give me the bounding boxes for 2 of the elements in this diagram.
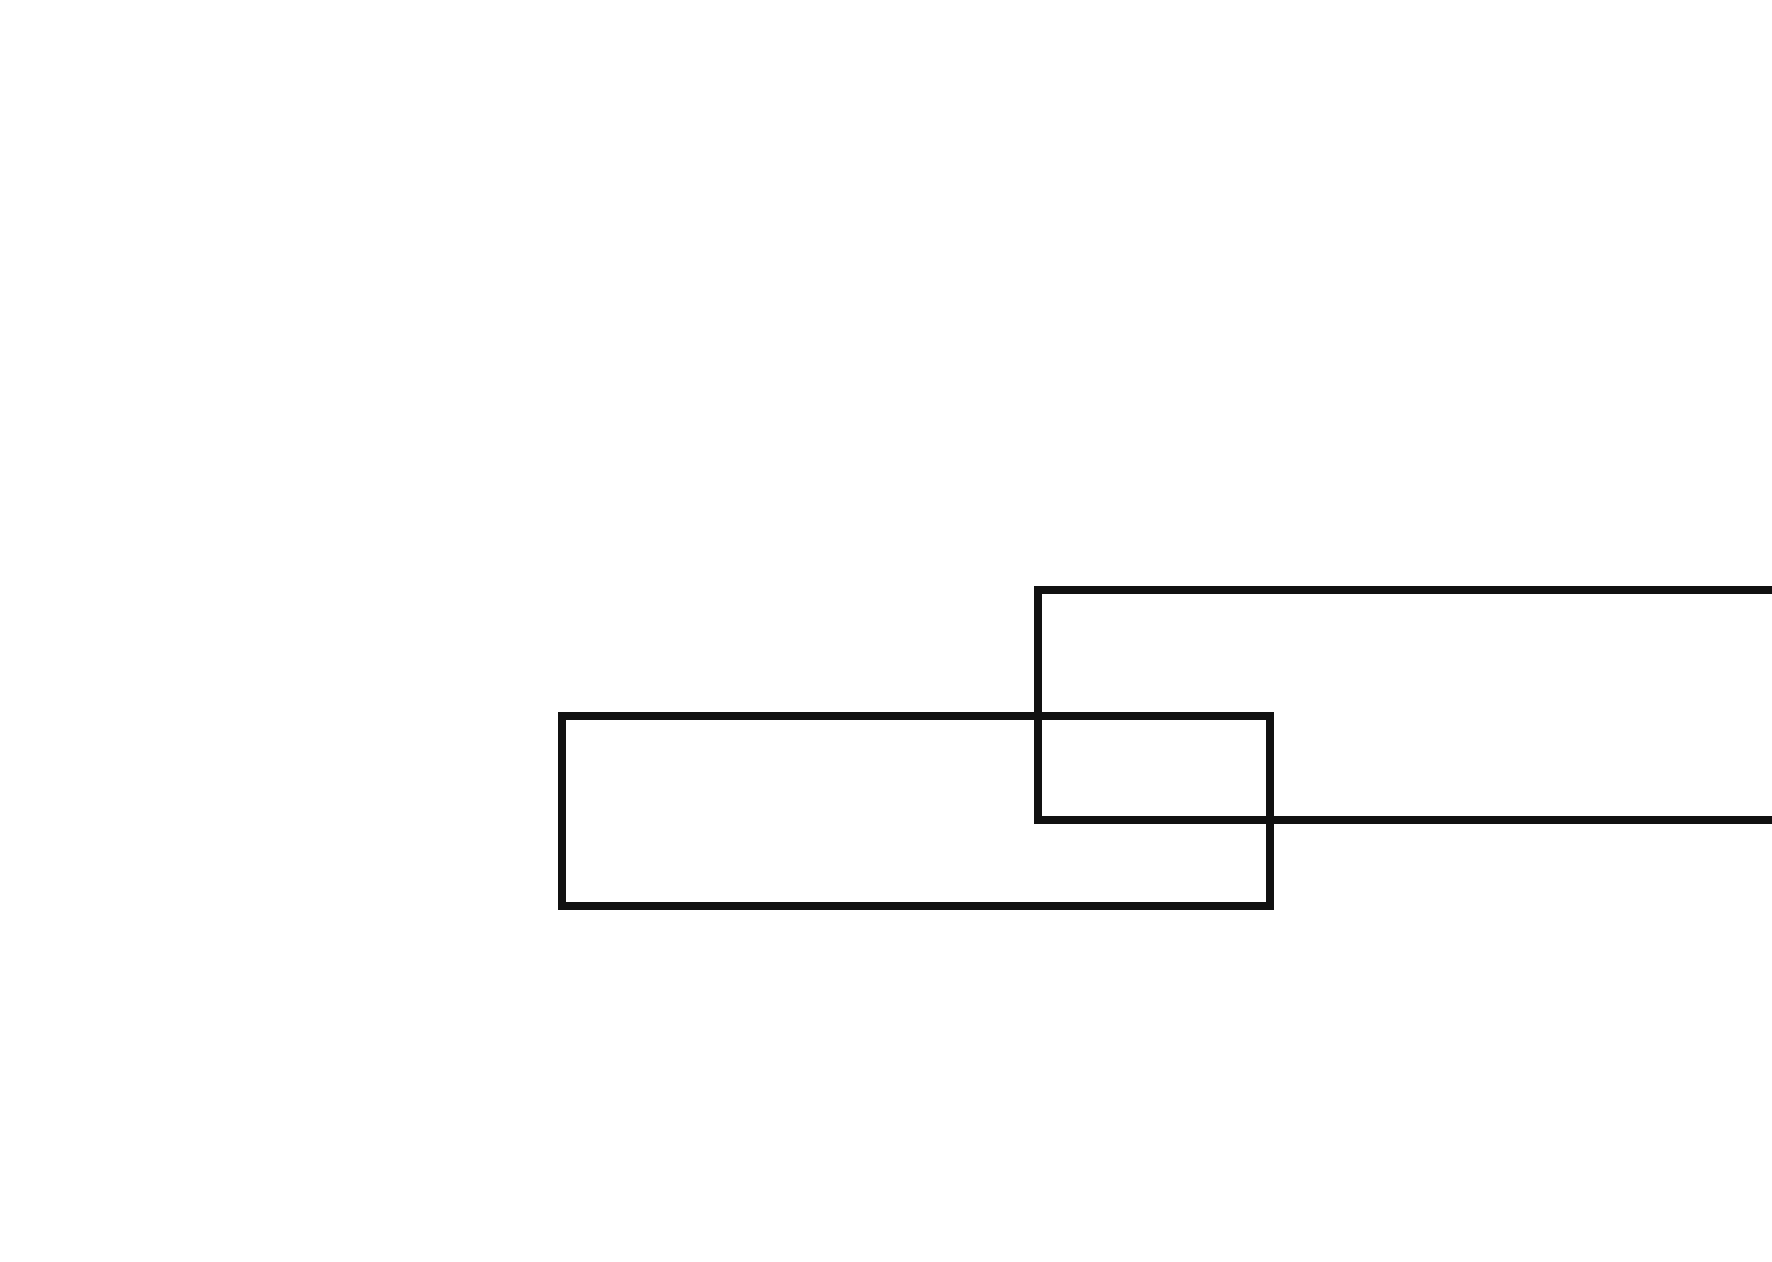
rectangle-outline [1034, 586, 1772, 824]
rectangle-outline [558, 712, 1274, 910]
